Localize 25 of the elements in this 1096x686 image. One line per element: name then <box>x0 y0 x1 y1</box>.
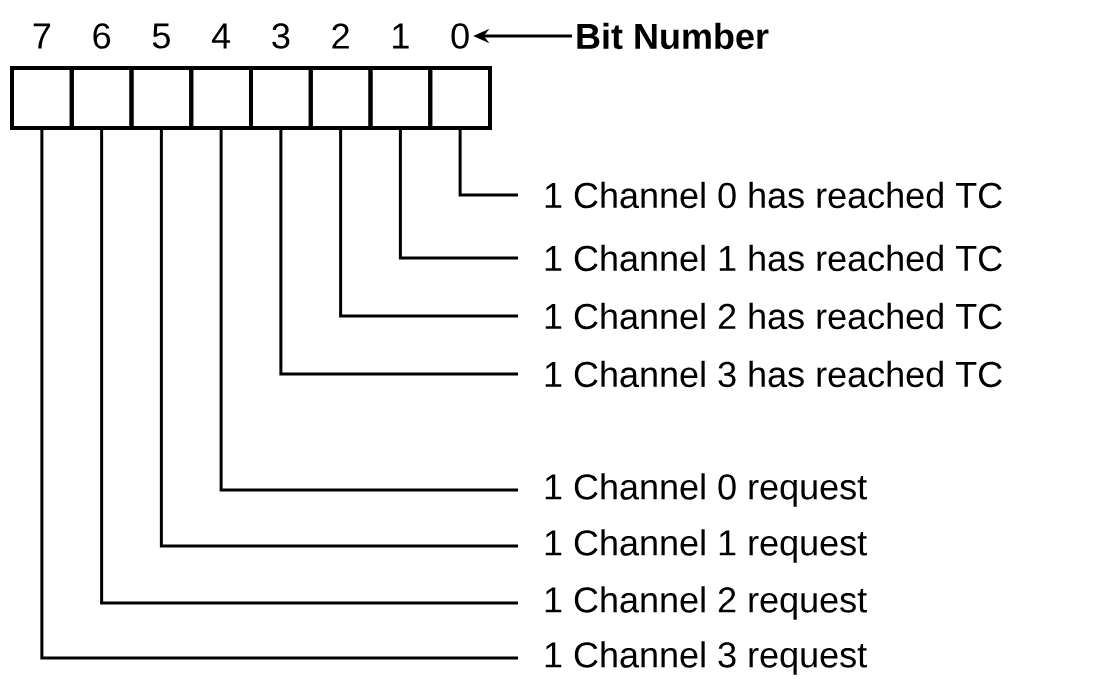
connector-line <box>279 130 518 376</box>
bit-description: 1 Channel 1 has reached TC <box>545 244 1002 272</box>
bit-number-label: Bit Number <box>577 22 769 50</box>
node-label: 4 <box>211 23 231 49</box>
bit-description: 1 Channel 2 has reached TC <box>545 302 1002 330</box>
connector-line <box>40 130 518 660</box>
node-label: 2 <box>332 23 349 49</box>
connector-line <box>458 130 518 197</box>
bit-description: 1 Channel 2 request <box>545 586 867 620</box>
node-label: 0 <box>451 23 469 49</box>
node-label: 5 <box>152 23 170 49</box>
bit-description: 1 Channel 0 request <box>545 473 867 507</box>
connector-line <box>339 130 518 318</box>
connector-line <box>100 130 518 605</box>
bit-description: 1 Channel 1 request <box>545 529 867 563</box>
connector-line <box>219 130 518 492</box>
node-label: 3 <box>272 23 290 49</box>
connector-line <box>159 130 518 548</box>
bit-description: 1 Channel 3 request <box>545 641 867 675</box>
node-label: 7 <box>33 23 51 49</box>
bit-description: 1 Channel 3 has reached TC <box>545 360 1002 388</box>
node-label: 1 <box>393 23 409 49</box>
node-label: 6 <box>93 23 111 49</box>
connector-line <box>398 130 518 260</box>
bit-description: 1 Channel 0 has reached TC <box>545 181 1002 209</box>
